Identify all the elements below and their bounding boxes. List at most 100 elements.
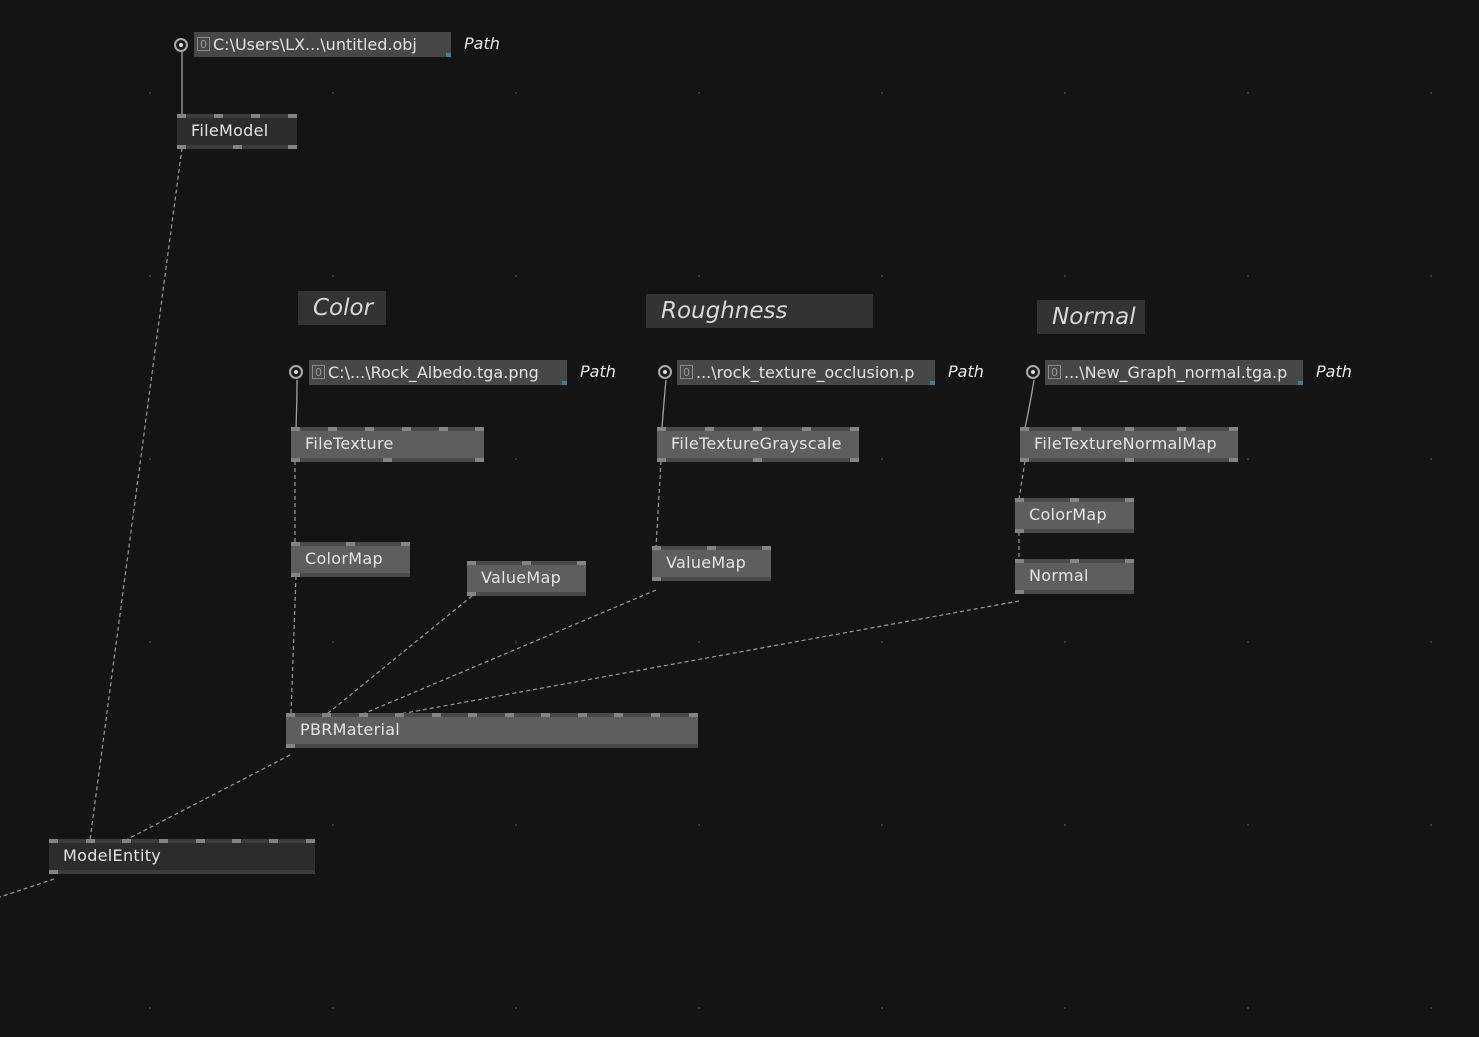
input-pin[interactable] xyxy=(1072,427,1081,431)
input-pin[interactable] xyxy=(432,713,441,717)
resize-handle-icon[interactable] xyxy=(562,381,567,385)
output-pin[interactable] xyxy=(286,744,295,748)
input-pin[interactable] xyxy=(614,713,623,717)
input-pin[interactable] xyxy=(707,546,716,550)
input-pin[interactable] xyxy=(753,427,762,431)
input-pin[interactable] xyxy=(541,713,550,717)
input-pin[interactable] xyxy=(1125,427,1134,431)
input-pin[interactable] xyxy=(1070,498,1079,502)
input-pin[interactable] xyxy=(346,542,355,546)
input-pin[interactable] xyxy=(475,427,484,431)
output-pin[interactable] xyxy=(475,458,484,462)
input-pin[interactable] xyxy=(705,427,714,431)
input-pin[interactable] xyxy=(1070,559,1079,563)
output-pin[interactable] xyxy=(753,458,762,462)
output-pin[interactable] xyxy=(1015,529,1024,533)
node-filetexturenormalmap[interactable]: FileTextureNormalMap xyxy=(1020,427,1238,462)
input-pin[interactable] xyxy=(159,839,168,843)
output-pin[interactable] xyxy=(383,458,392,462)
input-pin[interactable] xyxy=(1015,559,1024,563)
output-pin[interactable] xyxy=(850,458,859,462)
resize-handle-icon[interactable] xyxy=(930,381,935,385)
input-pin[interactable] xyxy=(232,839,241,843)
input-pin[interactable] xyxy=(401,542,410,546)
output-pin[interactable] xyxy=(177,145,186,149)
output-pin[interactable] xyxy=(291,573,300,577)
node-filetexture[interactable]: FileTexture xyxy=(291,427,484,462)
output-pin[interactable] xyxy=(652,577,661,581)
input-pin[interactable] xyxy=(578,713,587,717)
output-pin[interactable] xyxy=(1015,590,1024,594)
node-pbrmaterial[interactable]: PBRMaterial xyxy=(286,713,698,748)
input-pin[interactable] xyxy=(505,713,514,717)
input-pin[interactable] xyxy=(86,839,95,843)
input-pin[interactable] xyxy=(395,713,404,717)
input-pin[interactable] xyxy=(1177,427,1186,431)
input-pin[interactable] xyxy=(802,427,811,431)
output-pin[interactable] xyxy=(657,458,666,462)
input-pin[interactable] xyxy=(291,542,300,546)
resize-handle-icon[interactable] xyxy=(1298,381,1303,385)
input-pin[interactable] xyxy=(762,546,771,550)
input-pin[interactable] xyxy=(652,546,661,550)
input-pin[interactable] xyxy=(214,114,223,118)
input-pin[interactable] xyxy=(402,427,411,431)
node-filetexturegrayscale[interactable]: FileTextureGrayscale xyxy=(657,427,859,462)
input-pin[interactable] xyxy=(288,114,297,118)
albedo-path-output-pin[interactable] xyxy=(289,365,303,379)
input-pin[interactable] xyxy=(651,713,660,717)
node-valuemap-1[interactable]: ValueMap xyxy=(467,561,586,596)
node-colormap-color[interactable]: ColorMap xyxy=(291,542,410,577)
input-pin[interactable] xyxy=(49,839,58,843)
node-normal[interactable]: Normal xyxy=(1015,559,1134,594)
model-path-output-pin[interactable] xyxy=(174,38,188,52)
input-pin[interactable] xyxy=(850,427,859,431)
node-colormap-normal[interactable]: ColorMap xyxy=(1015,498,1134,533)
comment-normal[interactable]: Normal xyxy=(1037,300,1145,334)
input-pin[interactable] xyxy=(468,713,477,717)
input-pin[interactable] xyxy=(328,427,337,431)
comment-roughness[interactable]: Roughness xyxy=(646,294,873,328)
input-pin[interactable] xyxy=(359,713,368,717)
normal-path-input[interactable]: 0...\New_Graph_normal.tga.p xyxy=(1045,360,1303,385)
input-pin[interactable] xyxy=(689,713,698,717)
occlusion-path-output-pin[interactable] xyxy=(658,365,672,379)
input-pin[interactable] xyxy=(1125,498,1134,502)
input-pin[interactable] xyxy=(269,839,278,843)
output-pin[interactable] xyxy=(49,870,58,874)
input-pin[interactable] xyxy=(467,561,476,565)
input-pin[interactable] xyxy=(286,713,295,717)
input-pin[interactable] xyxy=(306,839,315,843)
output-pin[interactable] xyxy=(291,458,300,462)
input-pin[interactable] xyxy=(251,114,260,118)
input-pin[interactable] xyxy=(177,114,186,118)
output-pin[interactable] xyxy=(288,145,297,149)
output-pin[interactable] xyxy=(467,592,476,596)
normal-path-output-pin[interactable] xyxy=(1026,365,1040,379)
input-pin[interactable] xyxy=(1125,559,1134,563)
input-pin[interactable] xyxy=(322,713,331,717)
input-pin[interactable] xyxy=(1229,427,1238,431)
input-pin[interactable] xyxy=(439,427,448,431)
input-pin[interactable] xyxy=(1020,427,1029,431)
resize-handle-icon[interactable] xyxy=(446,53,451,57)
input-pin[interactable] xyxy=(657,427,666,431)
input-pin[interactable] xyxy=(196,839,205,843)
output-pin[interactable] xyxy=(1020,458,1029,462)
input-pin[interactable] xyxy=(577,561,586,565)
node-valuemap-2[interactable]: ValueMap xyxy=(652,546,771,581)
input-pin[interactable] xyxy=(522,561,531,565)
input-pin[interactable] xyxy=(1015,498,1024,502)
input-pin[interactable] xyxy=(122,839,131,843)
occlusion-path-input[interactable]: 0...\rock_texture_occlusion.p xyxy=(677,360,935,385)
output-pin[interactable] xyxy=(1229,458,1238,462)
output-pin[interactable] xyxy=(1125,458,1134,462)
comment-color[interactable]: Color xyxy=(298,291,386,325)
input-pin[interactable] xyxy=(365,427,374,431)
node-modelentity[interactable]: ModelEntity xyxy=(49,839,315,874)
input-pin[interactable] xyxy=(291,427,300,431)
output-pin[interactable] xyxy=(233,145,242,149)
node-filemodel[interactable]: FileModel xyxy=(177,114,297,149)
